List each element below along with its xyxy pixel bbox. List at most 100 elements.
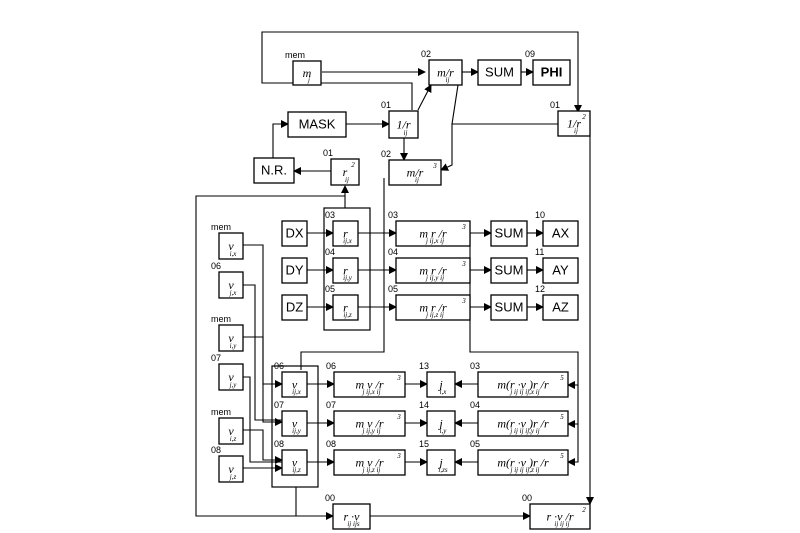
node-subscript: i,y: [440, 427, 448, 435]
node-subscript: i,z: [230, 435, 237, 443]
node-tag: 11: [535, 247, 544, 257]
node-box: [287, 111, 347, 138]
node-subscript: ij: [345, 176, 349, 184]
node-subscript: ij,y: [292, 427, 302, 435]
node-label: MASK: [299, 117, 336, 132]
node-box: [542, 294, 579, 321]
r-component-group: [323, 207, 371, 331]
node-label: DY: [285, 263, 303, 278]
node-box: [253, 157, 295, 184]
node-box: [218, 324, 244, 352]
node-subscript: ij,z: [343, 311, 352, 319]
node-mask: MASK: [287, 111, 347, 138]
node-subscript: j: [307, 76, 310, 84]
node-subscript: j ij,y ij: [425, 274, 444, 282]
node-tag: 06: [326, 361, 336, 371]
node-label: r: [343, 227, 348, 241]
node-superscript: 3: [396, 374, 401, 382]
node-label: AY: [552, 263, 569, 278]
node-tag: 08: [274, 439, 284, 449]
node-subscript: j ij,y ij: [361, 427, 380, 435]
node-tag: 13: [419, 361, 429, 371]
node-jx: 13 ji,x: [419, 361, 456, 398]
node-box: [529, 503, 591, 530]
node-inv-r: 011/rij: [381, 100, 419, 139]
node-label: SUM: [495, 226, 524, 241]
node-label: PHI: [541, 65, 563, 80]
node-label: AX: [552, 226, 570, 241]
node-box: [395, 257, 471, 284]
node-box: [395, 294, 471, 321]
node-subscript: i,x: [440, 388, 448, 396]
node-label: m/r: [407, 166, 424, 180]
node-label: 1/r: [396, 118, 410, 132]
node-box: [218, 363, 244, 391]
node-box: [330, 158, 360, 186]
node-box: [281, 371, 308, 398]
node-tag: 08: [211, 445, 221, 455]
node-label: m(r ·v )r /r: [497, 456, 549, 470]
node-rv: 00r ·vij ijs: [325, 493, 371, 530]
node-box: [490, 257, 528, 284]
node-tag: 03: [325, 210, 335, 220]
connections: [195, 31, 594, 520]
node-label: j: [437, 378, 443, 392]
node-box: [426, 410, 456, 437]
node-tag: 15: [419, 439, 429, 449]
node-box: [333, 410, 406, 437]
node-box: [218, 232, 244, 260]
node-tag: 14: [419, 400, 429, 410]
node-box: [477, 449, 569, 476]
node-dy: DY: [281, 257, 308, 284]
node-tag: mem: [211, 222, 231, 232]
node-tag: 06: [274, 361, 284, 371]
node-tag: 00: [522, 493, 532, 503]
node-box: [388, 110, 419, 139]
node-sum-phi: SUM: [477, 59, 522, 86]
node-box: [490, 294, 528, 321]
node-tag: mem: [285, 50, 305, 60]
node-superscript: 5: [560, 374, 564, 382]
node-tag: 12: [535, 284, 545, 294]
node-label: 1/r: [567, 117, 581, 131]
node-label: j: [437, 417, 443, 431]
wire-top-loop: [261, 31, 582, 113]
node-tag: 04: [325, 247, 335, 257]
node-dx: DX: [281, 220, 308, 247]
node-box: [292, 60, 322, 86]
node-superscript: 2: [351, 161, 355, 169]
node-box: [281, 449, 308, 476]
node-superscript: 5: [560, 452, 564, 460]
node-tag: 07: [211, 353, 221, 363]
node-label: v: [228, 331, 234, 345]
node-subscript: ij ijs: [347, 520, 360, 528]
node-jy: 14 ji,y: [419, 400, 456, 437]
node-box: [477, 59, 522, 86]
wire-vjx: [243, 284, 282, 421]
node-tag: 03: [388, 210, 398, 220]
node-tag: 00: [325, 493, 335, 503]
node-label: SUM: [485, 65, 514, 80]
node-subscript: j ij ij ij,z ij: [510, 466, 540, 474]
node-box: [542, 257, 579, 284]
node-label: SUM: [495, 263, 524, 278]
node-superscript: 2: [582, 506, 586, 514]
node-superscript: 3: [432, 162, 437, 170]
wire-mr3-down: [300, 178, 385, 370]
node-subscript: j ij,x ij: [361, 388, 380, 396]
node-superscript: 3: [461, 223, 466, 231]
